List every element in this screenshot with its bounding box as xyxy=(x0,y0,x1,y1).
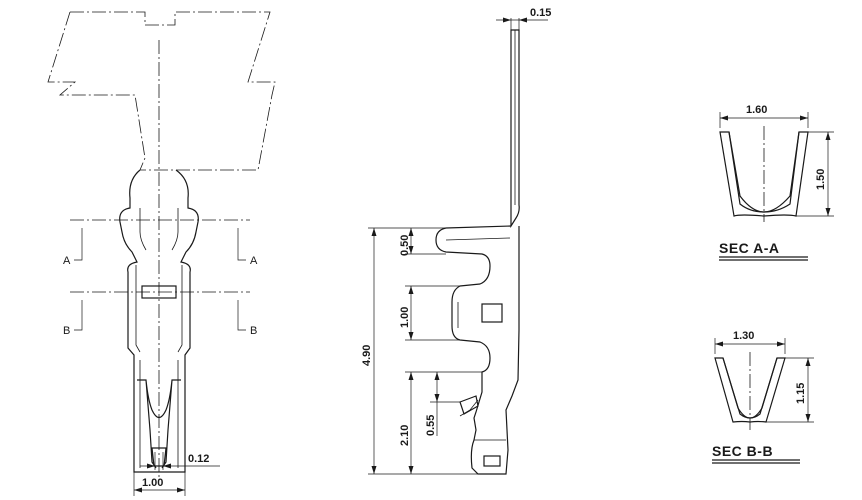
dim-lower-arrow-1 xyxy=(408,372,414,380)
section-b-height-arrow-1 xyxy=(805,358,811,366)
front-view: A A B B 0.12 1.00 xyxy=(47,11,276,496)
section-a-profile-curve xyxy=(728,131,800,213)
section-b-height-label: 1.15 xyxy=(795,383,807,404)
cut-b-right-label: B xyxy=(250,325,257,337)
side-strip xyxy=(510,29,520,229)
section-b-title: SEC B-B xyxy=(712,443,773,459)
section-b-width-arrow-1 xyxy=(715,341,723,347)
section-a-width-arrow-2 xyxy=(800,115,808,121)
dim-lance-label: 0.55 xyxy=(425,415,437,436)
dim-thickness-arrow-1 xyxy=(503,17,511,23)
dim-tip-label: 0.12 xyxy=(188,453,209,465)
section-b-width-arrow-2 xyxy=(777,341,785,347)
section-a-height-arrow-2 xyxy=(825,208,831,216)
section-a-height-label: 1.50 xyxy=(815,169,827,190)
side-window xyxy=(481,303,503,323)
dim-tip-arrow-2 xyxy=(163,463,171,469)
cut-b-right-marker xyxy=(237,300,246,331)
section-a-height-arrow-1 xyxy=(825,132,831,140)
dim-middle-label: 1.00 xyxy=(399,307,411,328)
section-a-width-label: 1.60 xyxy=(746,104,767,116)
dim-lower-label: 2.10 xyxy=(399,425,411,446)
cut-b-left-marker xyxy=(74,300,83,331)
dim-lance-arrow-2 xyxy=(434,394,440,402)
dim-total-arrow-2 xyxy=(371,466,377,474)
front-body-outline xyxy=(119,169,199,473)
section-a: 1.60 1.50 SEC A-A xyxy=(719,104,834,261)
front-inner-walls xyxy=(139,360,179,468)
cut-a-right-marker xyxy=(237,228,246,261)
dim-total-arrow-1 xyxy=(371,228,377,236)
dim-width-label: 1.00 xyxy=(142,477,163,489)
dim-tab-arrow-1 xyxy=(408,228,414,236)
front-body-inner xyxy=(135,208,183,353)
dim-width-arrow-2 xyxy=(177,487,185,493)
dim-tip-arrow-1 xyxy=(147,463,155,469)
section-a-width-arrow-1 xyxy=(720,115,728,121)
dim-thickness-arrow-2 xyxy=(519,17,527,23)
section-b: 1.30 1.15 SEC B-B xyxy=(712,330,814,464)
dim-tab-label: 0.50 xyxy=(399,235,411,256)
cut-a-left-marker xyxy=(74,228,83,261)
side-tip-window xyxy=(483,455,501,467)
side-view: 0.15 4.90 0.50 1.00 2.10 0.55 xyxy=(361,7,551,475)
cut-a-left-label: A xyxy=(63,255,71,267)
dim-middle-arrow-1 xyxy=(408,286,414,294)
dim-lance-arrow-1 xyxy=(434,372,440,380)
dim-tab-arrow-2 xyxy=(408,246,414,254)
side-lance xyxy=(459,395,479,415)
cut-b-left-label: B xyxy=(63,325,70,337)
front-contact-spring xyxy=(137,379,181,469)
dim-width-arrow-1 xyxy=(134,487,142,493)
carrier-outline xyxy=(47,11,276,171)
dim-middle-arrow-2 xyxy=(408,332,414,340)
side-body-inner xyxy=(445,237,511,441)
dim-total-label: 4.90 xyxy=(361,345,373,366)
dim-lower-arrow-2 xyxy=(408,466,414,474)
section-b-width-label: 1.30 xyxy=(733,330,754,342)
dim-thickness-label: 0.15 xyxy=(530,7,551,19)
cut-a-right-label: A xyxy=(250,255,258,267)
section-b-height-arrow-2 xyxy=(805,414,811,422)
side-body-outline xyxy=(435,225,520,475)
section-a-title: SEC A-A xyxy=(719,240,780,256)
